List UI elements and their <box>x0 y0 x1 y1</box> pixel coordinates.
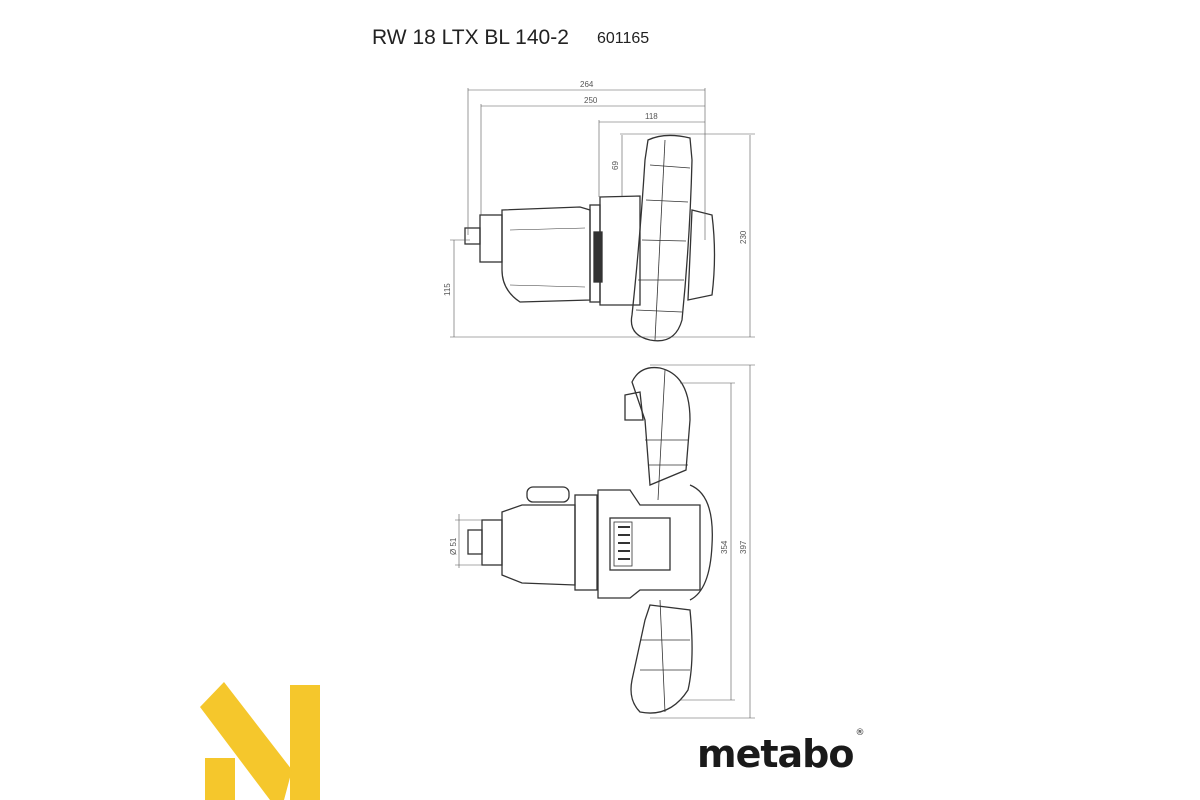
dim-230: 230 <box>739 230 748 244</box>
dim-397: 397 <box>739 540 748 554</box>
dim-69: 69 <box>611 161 620 170</box>
top-view-drawing <box>467 366 713 714</box>
registered-mark: ® <box>855 728 864 739</box>
product-model-title: RW 18 LTX BL 140-2 <box>372 26 569 49</box>
dim-264: 264 <box>580 80 594 89</box>
dim-diameter-51: Ø 51 <box>449 537 458 555</box>
dim-354: 354 <box>720 540 729 554</box>
dim-118: 118 <box>645 112 658 121</box>
side-view-drawing <box>464 134 716 342</box>
dim-115: 115 <box>443 283 452 296</box>
metabo-logo: metabo® <box>697 728 864 776</box>
top-view-dimensions <box>455 364 755 719</box>
side-view-dimensions <box>450 88 755 338</box>
brand-name: metabo <box>697 732 854 776</box>
article-number: 601165 <box>597 30 650 47</box>
corner-logo <box>200 682 320 800</box>
dim-250: 250 <box>584 96 598 105</box>
